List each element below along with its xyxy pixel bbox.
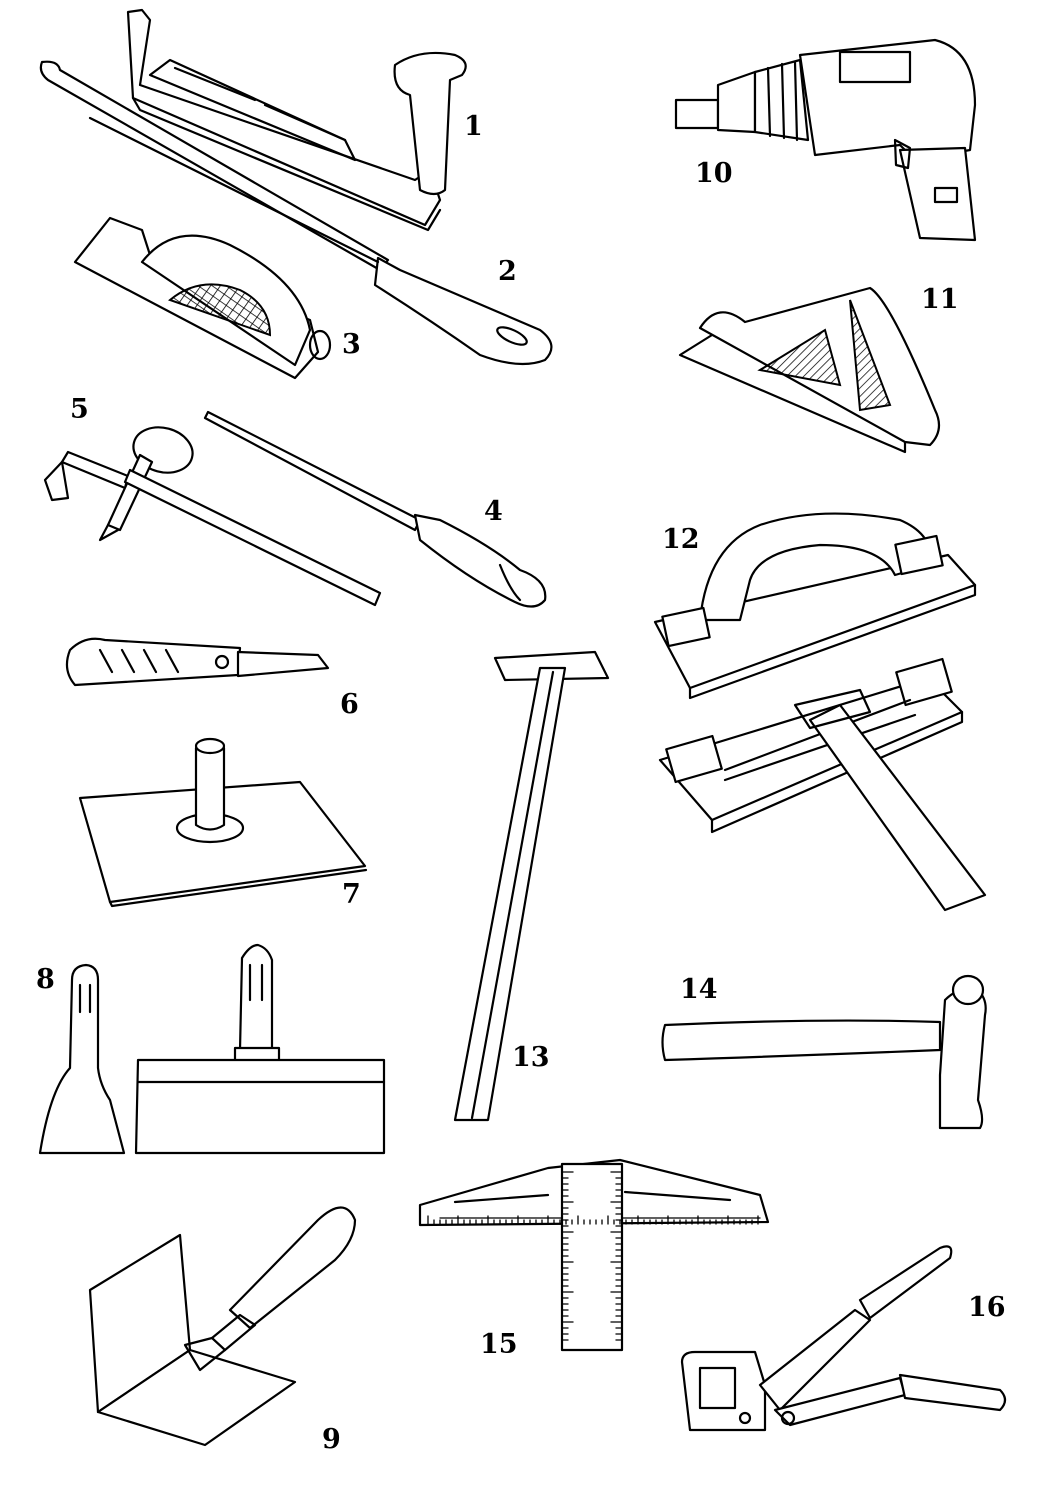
tool-13-t-ruler	[453, 650, 610, 1122]
label-8: 8	[36, 964, 55, 995]
label-10: 10	[695, 158, 733, 189]
label-9: 9	[322, 1424, 341, 1455]
tool-5-circle-cutter	[43, 426, 382, 607]
tool-15-t-square	[418, 1158, 770, 1352]
tool-12-sanding-blocks	[653, 512, 987, 912]
tool-14-hammer	[661, 974, 987, 1130]
tool-labels: 1 2 3 4 5 6 7 8 9 10 11 12 13 14 15 16	[36, 111, 1006, 1455]
label-14: 14	[680, 974, 718, 1005]
label-11: 11	[921, 284, 959, 315]
label-6: 6	[340, 689, 359, 720]
label-4: 4	[484, 496, 503, 527]
tool-11-edge-plane	[678, 286, 941, 454]
label-2: 2	[498, 256, 517, 287]
tool-4-awl	[203, 410, 547, 608]
label-16: 16	[968, 1292, 1006, 1323]
label-3: 3	[342, 329, 361, 360]
label-12: 12	[662, 524, 700, 555]
label-5: 5	[70, 394, 89, 425]
label-7: 7	[342, 879, 361, 910]
label-1: 1	[464, 111, 483, 142]
tool-16-crimper	[680, 1245, 1007, 1432]
label-13: 13	[512, 1042, 550, 1073]
tool-10-drill	[674, 38, 977, 242]
tool-8-spatulas	[38, 943, 386, 1155]
tool-6-utility-knife	[65, 637, 330, 687]
tool-3-mesh-plane	[73, 216, 332, 380]
tool-1-rasp-plane	[126, 8, 467, 232]
t-square-ticks	[427, 1171, 759, 1341]
tool-2-file	[39, 60, 553, 366]
tool-7-hawk	[78, 737, 368, 908]
tool-9-corner-trowel	[88, 1206, 357, 1447]
label-15: 15	[480, 1329, 518, 1360]
